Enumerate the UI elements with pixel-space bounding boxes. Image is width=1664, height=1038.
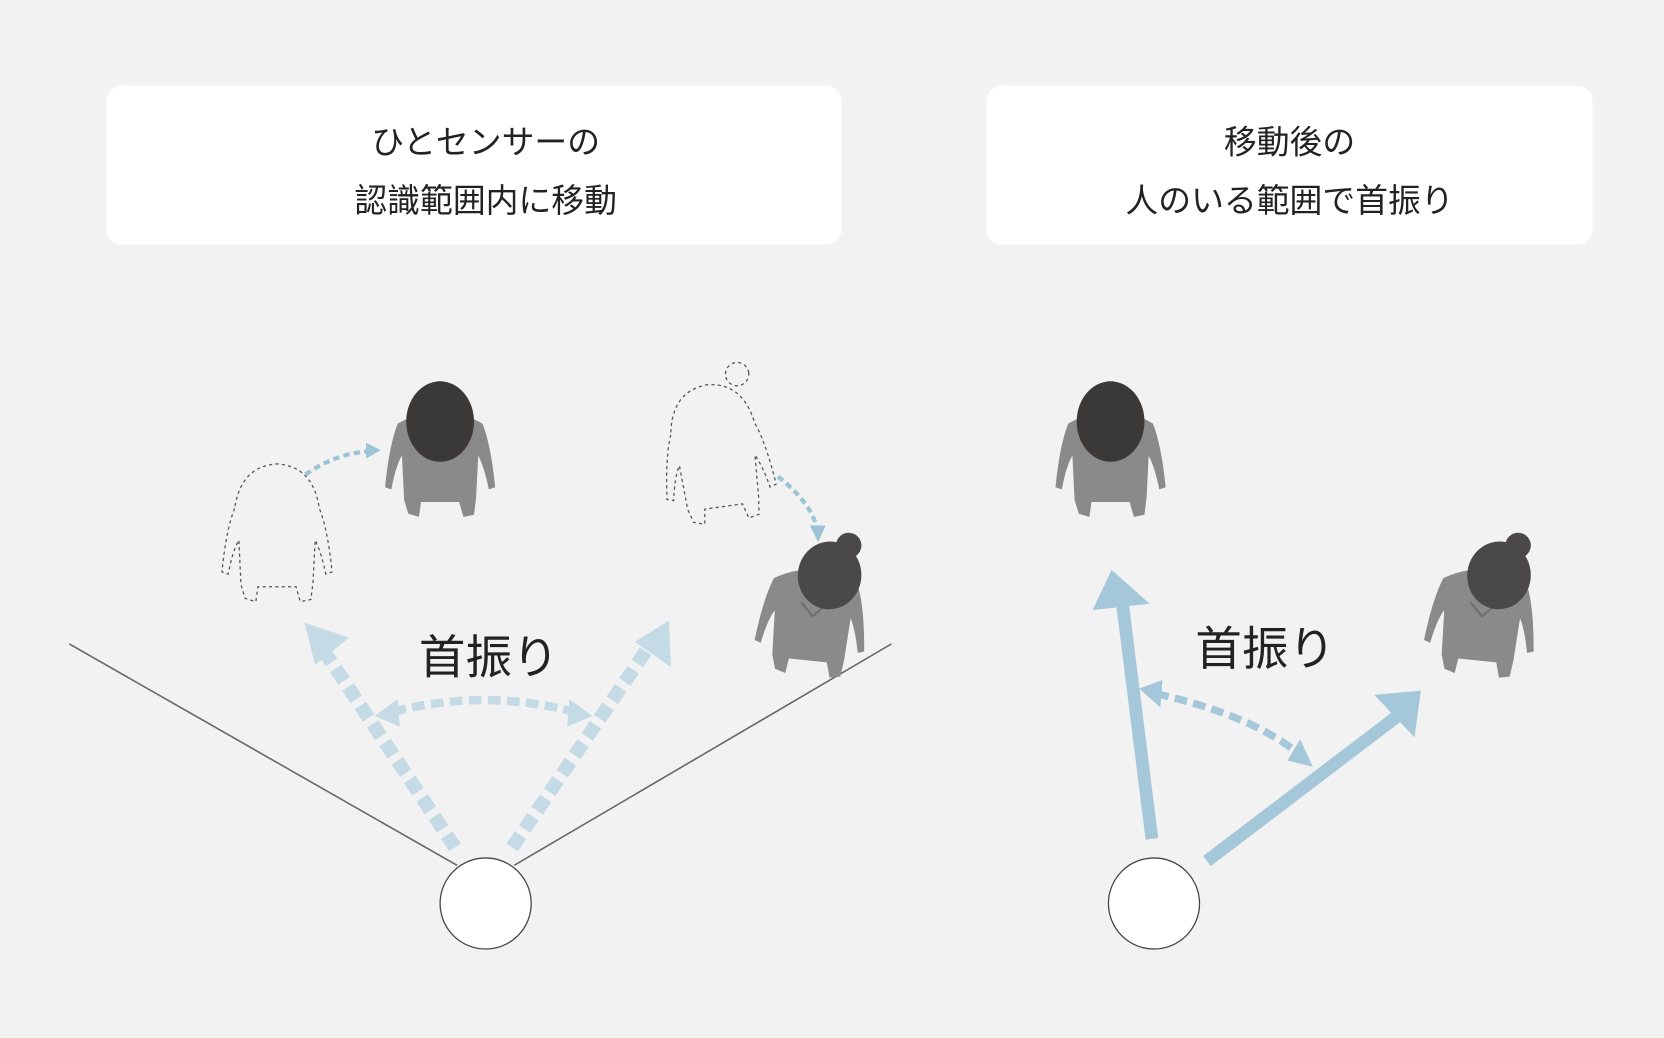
- ghost-person-previous-position: [651, 361, 781, 530]
- swing-label: 首振り: [419, 631, 559, 685]
- person-man: [1054, 381, 1167, 518]
- sensor-range-right-line: [513, 643, 892, 867]
- right-title-line1: 移動後の: [1224, 124, 1355, 162]
- person-woman: [1419, 532, 1543, 683]
- left-title-line1: ひとセンサーの: [371, 124, 600, 162]
- move-arrow: [304, 449, 371, 477]
- right-title-card: 移動後の 人のいる範囲で首振り: [986, 85, 1593, 245]
- move-arrow-head: [365, 442, 381, 459]
- direction-arrow-person2: [1203, 690, 1421, 867]
- swing-range-arc: [1139, 679, 1313, 767]
- swing-label: 首振り: [1195, 622, 1335, 676]
- right-title-line2: 人のいる範囲で首振り: [1125, 182, 1453, 220]
- fan-device-icon: [1107, 857, 1201, 950]
- sensor-range-left-line: [68, 643, 458, 867]
- person-man: [383, 381, 497, 518]
- left-title-card: ひとセンサーの 認識範囲内に移動: [106, 85, 842, 245]
- swing-arrow-right: [506, 620, 672, 852]
- swing-range-arc: [374, 695, 593, 727]
- swing-arrow-left: [304, 622, 461, 852]
- person-woman: [750, 532, 874, 683]
- move-arrow: [776, 474, 820, 531]
- move-arrow-head: [809, 525, 826, 543]
- fan-device-icon: [439, 857, 532, 950]
- left-title-line2: 認識範囲内に移動: [354, 182, 617, 220]
- direction-arrow-person1: [1092, 569, 1159, 840]
